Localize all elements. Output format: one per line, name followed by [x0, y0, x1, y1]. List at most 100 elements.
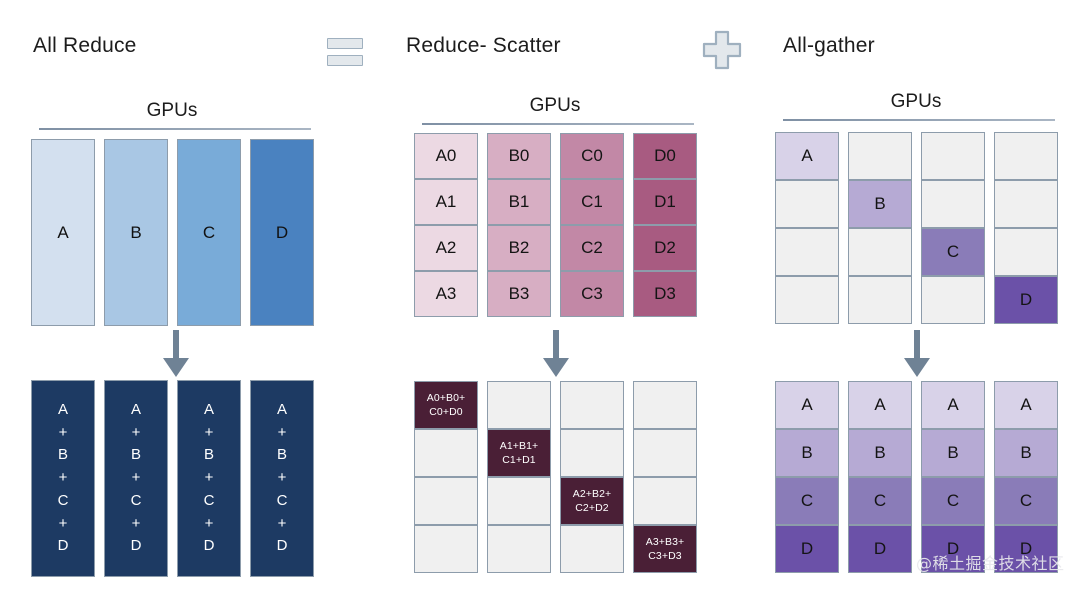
all-gather-output-cell: C [775, 477, 839, 525]
reduce-scatter-input-cell: A3 [414, 271, 478, 317]
cell-label: B [874, 194, 886, 213]
all-gather-input-cell-empty [848, 228, 912, 276]
cell-label: D3 [654, 284, 676, 303]
reduce-scatter-output-cell: A1+B1+ C1+D1 [487, 429, 551, 477]
cell-label: C [1019, 491, 1033, 510]
out-line: + [131, 423, 141, 441]
all-gather-input-cell: A [775, 132, 839, 180]
out-line: + [58, 423, 68, 441]
all-gather-input-cell-empty [994, 228, 1058, 276]
all-gather-output-cell: A [775, 381, 839, 429]
reduce-scatter-output-cell: A3+B3+ C3+D3 [633, 525, 697, 573]
out-line: A [57, 400, 68, 418]
all-reduce-input-label: D [275, 222, 289, 242]
all-gather-output-cell: D [921, 525, 985, 573]
out-line: D [130, 537, 142, 555]
cell-line1: A0+B0+ [426, 391, 466, 404]
all-reduce-input-bar: C [177, 139, 241, 326]
cell-label: C [873, 491, 887, 510]
plus-icon [702, 30, 742, 70]
all-gather-input-cell-empty [848, 276, 912, 324]
all-gather-output-cell: A [994, 381, 1058, 429]
cell-label: D [1019, 290, 1033, 309]
all-gather-input-cell-empty [921, 132, 985, 180]
gpus-rule-all-reduce [39, 128, 311, 130]
all-reduce-output-bar: A + B + C + D [31, 380, 95, 577]
out-line: + [204, 469, 214, 487]
reduce-scatter-output-cell-empty [560, 381, 624, 429]
reduce-scatter-input-cell: C3 [560, 271, 624, 317]
cell-label: B [1020, 443, 1032, 462]
out-line: D [203, 537, 215, 555]
gpus-label-all-reduce: GPUs [146, 100, 198, 121]
cell-label: A1 [435, 192, 457, 211]
cell-label: C [800, 491, 814, 510]
all-gather-input-cell: D [994, 276, 1058, 324]
all-reduce-input-label: A [57, 222, 69, 242]
out-line: + [277, 469, 287, 487]
all-gather-input-cell-empty [994, 180, 1058, 228]
reduce-scatter-input-cell: C2 [560, 225, 624, 271]
reduce-scatter-output-cell-empty [414, 429, 478, 477]
all-gather-input-cell-empty [775, 180, 839, 228]
reduce-scatter-input-cell: B0 [487, 133, 551, 179]
all-gather-output-cell: A [921, 381, 985, 429]
reduce-scatter-output-cell-empty [633, 429, 697, 477]
flow-arrow-all-gather [901, 330, 933, 378]
out-line: B [276, 446, 287, 464]
reduce-scatter-input-cell: D2 [633, 225, 697, 271]
out-line: + [204, 514, 214, 532]
all-gather-input-cell-empty [994, 132, 1058, 180]
cell-label: A [801, 146, 813, 165]
reduce-scatter-output-cell-empty [633, 477, 697, 525]
all-gather-output-cell: D [775, 525, 839, 573]
all-gather-output-cell: B [848, 429, 912, 477]
reduce-scatter-input-cell: A1 [414, 179, 478, 225]
reduce-scatter-input-cell: D0 [633, 133, 697, 179]
out-line: A [203, 400, 214, 418]
equals-icon-bar-top [327, 38, 363, 49]
equals-icon [327, 38, 363, 68]
all-gather-output-cell: A [848, 381, 912, 429]
reduce-scatter-input-cell: B3 [487, 271, 551, 317]
cell-label: D [946, 539, 960, 558]
cell-label: B0 [508, 146, 530, 165]
all-reduce-output-bar: A + B + C + D [104, 380, 168, 577]
reduce-scatter-input-cell: C0 [560, 133, 624, 179]
cell-label: C0 [581, 146, 603, 165]
out-line: C [57, 491, 69, 509]
cell-line2: C0+D0 [429, 406, 463, 418]
all-reduce-input-bar: D [250, 139, 314, 326]
reduce-scatter-input-cell: B1 [487, 179, 551, 225]
reduce-scatter-output-cell-empty [560, 429, 624, 477]
cell-label: D [800, 539, 814, 558]
cell-line2: C1+D1 [502, 454, 536, 466]
out-line: C [130, 491, 142, 509]
out-line: + [277, 423, 287, 441]
equals-icon-bar-bottom [327, 55, 363, 66]
out-line: C [276, 491, 288, 509]
reduce-scatter-input-cell: A0 [414, 133, 478, 179]
cell-label: C [946, 242, 960, 261]
cell-label: D [873, 539, 887, 558]
all-reduce-output-bar: A + B + C + D [250, 380, 314, 577]
reduce-scatter-input-cell: A2 [414, 225, 478, 271]
out-line: D [276, 537, 288, 555]
cell-line2: C2+D2 [575, 502, 609, 514]
gpus-rule-all-gather [783, 119, 1055, 121]
all-gather-input-cell: B [848, 180, 912, 228]
cell-label: A3 [435, 284, 457, 303]
cell-label: B [947, 443, 959, 462]
section-title-all-reduce: All Reduce [33, 34, 137, 57]
out-line: + [204, 423, 214, 441]
all-gather-output-cell: C [848, 477, 912, 525]
reduce-scatter-output-cell-empty [487, 381, 551, 429]
out-line: + [131, 469, 141, 487]
cell-line1: A1+B1+ [499, 439, 539, 452]
cell-label: C [946, 491, 960, 510]
cell-label: B2 [508, 238, 530, 257]
flow-arrow-all-reduce [160, 330, 192, 378]
all-reduce-input-label: C [202, 222, 216, 242]
gpus-rule-reduce-scatter [422, 123, 694, 125]
section-title-reduce-scatter: Reduce- Scatter [406, 34, 561, 57]
